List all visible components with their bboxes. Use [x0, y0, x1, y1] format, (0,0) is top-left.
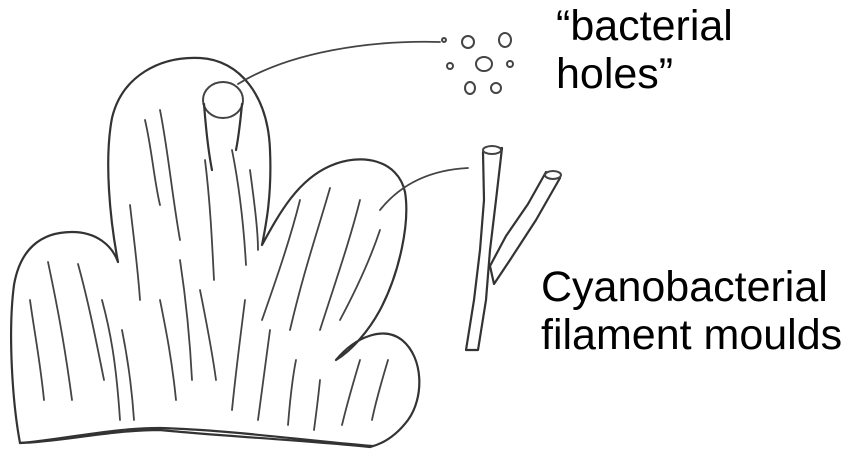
- label-bacterial-holes: “bacterial holes”: [556, 2, 733, 98]
- label-bacterial-holes-line1: “bacterial: [556, 2, 733, 50]
- bacterial-hole-tube: [203, 82, 243, 170]
- leader-bacterial-holes: [238, 42, 440, 84]
- leader-filament-moulds: [380, 168, 468, 210]
- label-bacterial-holes-line2: holes”: [556, 50, 733, 98]
- label-cyano-line1: Cyanobacterial: [541, 263, 842, 311]
- label-cyanobacterial-filament-moulds: Cyanobacterial filament moulds: [541, 263, 842, 359]
- bacterial-holes-cluster: [442, 33, 513, 94]
- label-cyano-line2: filament moulds: [541, 311, 842, 359]
